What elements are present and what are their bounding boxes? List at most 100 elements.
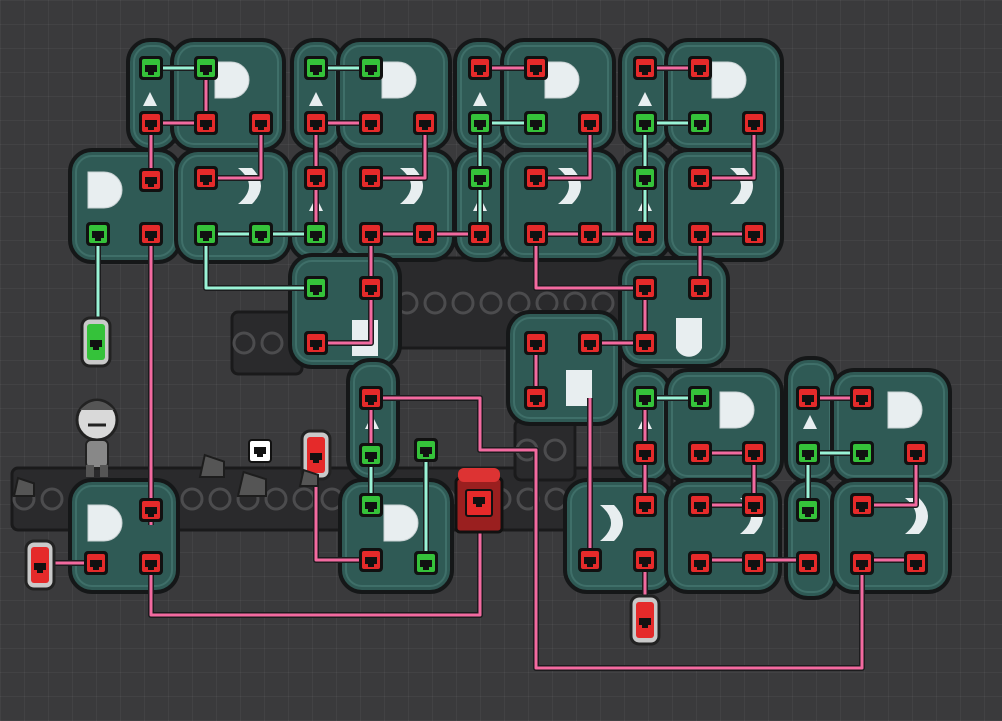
logic-gate-10[interactable] (174, 148, 292, 264)
port-38[interactable] (633, 222, 657, 246)
port-5[interactable] (249, 111, 273, 135)
automation-sensor-red[interactable] (629, 594, 661, 646)
port-30[interactable] (359, 222, 383, 246)
port-13[interactable] (468, 111, 492, 135)
port-40[interactable] (688, 222, 712, 246)
port-22[interactable] (86, 222, 110, 246)
port-58[interactable] (688, 441, 712, 465)
port-50[interactable] (524, 386, 548, 410)
port-81[interactable] (904, 551, 928, 575)
port-73[interactable] (688, 493, 712, 517)
port-61[interactable] (850, 386, 874, 410)
port-70[interactable] (578, 548, 602, 572)
port-53[interactable] (414, 438, 438, 462)
port-57[interactable] (633, 441, 657, 465)
port-41[interactable] (742, 222, 766, 246)
port-54[interactable] (359, 493, 383, 517)
port-75[interactable] (688, 551, 712, 575)
port-47[interactable] (633, 331, 657, 355)
port-37[interactable] (633, 166, 657, 190)
port-31[interactable] (413, 222, 437, 246)
port-39[interactable] (688, 166, 712, 190)
port-1[interactable] (139, 56, 163, 80)
port-65[interactable] (139, 498, 163, 522)
port-6[interactable] (304, 56, 328, 80)
port-20[interactable] (742, 111, 766, 135)
logic-gate-9[interactable] (68, 148, 182, 264)
port-32[interactable] (468, 166, 492, 190)
port-68[interactable] (359, 548, 383, 572)
port-4[interactable] (194, 111, 218, 135)
port-74[interactable] (742, 493, 766, 517)
port-49[interactable] (578, 331, 602, 355)
port-42[interactable] (304, 276, 328, 300)
port-28[interactable] (304, 222, 328, 246)
port-43[interactable] (359, 276, 383, 300)
ethernet-port-icon (694, 450, 706, 460)
logic-gate-30[interactable] (830, 478, 952, 594)
port-46[interactable] (688, 276, 712, 300)
ethernet-port-icon (910, 560, 922, 570)
port-33[interactable] (468, 222, 492, 246)
red-wire (314, 460, 371, 562)
port-59[interactable] (742, 441, 766, 465)
port-51[interactable] (359, 386, 383, 410)
port-3[interactable] (139, 111, 163, 135)
port-76[interactable] (742, 551, 766, 575)
port-69[interactable] (414, 551, 438, 575)
port-15[interactable] (578, 111, 602, 135)
signal-switch[interactable] (454, 468, 504, 534)
port-56[interactable] (688, 386, 712, 410)
port-26[interactable] (249, 222, 273, 246)
port-35[interactable] (524, 222, 548, 246)
duplicant-character[interactable] (75, 398, 119, 477)
port-55[interactable] (633, 386, 657, 410)
automation-sensor-green[interactable] (80, 316, 112, 368)
port-17[interactable] (688, 56, 712, 80)
port-36[interactable] (578, 222, 602, 246)
port-67[interactable] (139, 551, 163, 575)
port-44[interactable] (304, 331, 328, 355)
port-2[interactable] (194, 56, 218, 80)
port-18[interactable] (633, 111, 657, 135)
port-25[interactable] (194, 222, 218, 246)
port-66[interactable] (84, 551, 108, 575)
port-19[interactable] (688, 111, 712, 135)
port-21[interactable] (139, 168, 163, 192)
port-29[interactable] (359, 166, 383, 190)
port-7[interactable] (359, 56, 383, 80)
selected-port-cursor[interactable] (248, 439, 272, 463)
port-52[interactable] (359, 443, 383, 467)
logic-gate-12[interactable] (338, 148, 456, 262)
port-80[interactable] (850, 551, 874, 575)
port-12[interactable] (524, 56, 548, 80)
port-24[interactable] (194, 166, 218, 190)
port-14[interactable] (524, 111, 548, 135)
port-62[interactable] (796, 441, 820, 465)
port-71[interactable] (633, 493, 657, 517)
or-gate-icon (600, 505, 623, 541)
port-9[interactable] (359, 111, 383, 135)
ethernet-port-icon (92, 231, 104, 241)
ethernet-port-icon (748, 120, 760, 130)
port-27[interactable] (304, 166, 328, 190)
port-8[interactable] (304, 111, 328, 135)
port-10[interactable] (413, 111, 437, 135)
port-16[interactable] (633, 56, 657, 80)
port-78[interactable] (796, 551, 820, 575)
port-23[interactable] (139, 222, 163, 246)
port-60[interactable] (796, 386, 820, 410)
port-77[interactable] (796, 498, 820, 522)
automation-sensor-red[interactable] (24, 539, 56, 591)
logic-gate-25[interactable] (68, 478, 180, 594)
port-79[interactable] (850, 493, 874, 517)
port-72[interactable] (633, 548, 657, 572)
port-45[interactable] (633, 276, 657, 300)
logic-gate-25-trace (75, 485, 173, 587)
port-34[interactable] (524, 166, 548, 190)
port-64[interactable] (904, 441, 928, 465)
port-11[interactable] (468, 56, 492, 80)
ethernet-port-icon (639, 175, 651, 185)
port-48[interactable] (524, 331, 548, 355)
port-63[interactable] (850, 441, 874, 465)
